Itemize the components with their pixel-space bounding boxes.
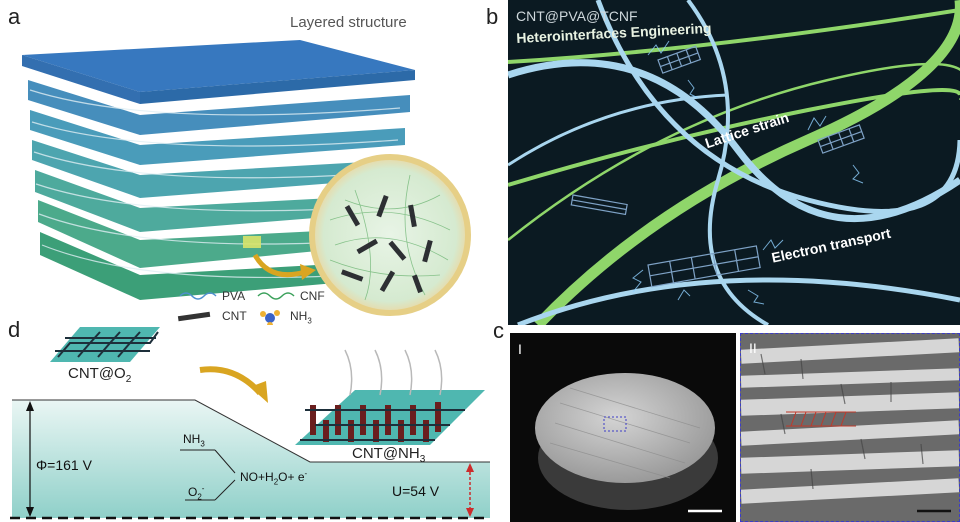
- o2-sup: -: [201, 484, 205, 493]
- cnt-o2-text: CNT@O: [68, 365, 126, 382]
- energy-diagram: [10, 327, 490, 520]
- blue-fibers: [508, 0, 960, 325]
- cnf-legend-icon: [257, 292, 295, 300]
- panel-b-label: b: [486, 4, 499, 29]
- cnt-o2-lattice: [50, 327, 160, 362]
- zoom-arrow: [252, 253, 306, 278]
- cnt-nh3-lattice: [295, 349, 485, 445]
- phi-value: Φ=161 V: [36, 457, 92, 473]
- highlight-frame: [786, 411, 856, 427]
- panel-d: d: [0, 317, 496, 522]
- nh3-legend-icon: [260, 310, 280, 325]
- panel-c-ii: II: [740, 333, 960, 522]
- panel-a-label: a: [8, 4, 21, 29]
- nh3-label: NH3: [183, 432, 205, 448]
- pva-legend-icon: [179, 292, 217, 300]
- o2-text: O: [188, 485, 198, 499]
- panel-a: a Layered structure: [0, 0, 500, 325]
- layered-structure-illustration: [22, 40, 471, 325]
- u-value: U=54 V: [392, 483, 440, 499]
- sub-label-i: I: [518, 341, 522, 357]
- products-suffix: O+ e: [278, 470, 305, 484]
- panel-d-label: d: [8, 317, 21, 342]
- cnt-o2-sub: 2: [125, 374, 132, 385]
- panel-b-title: CNT@PVA@TCNF: [516, 8, 638, 24]
- sub-label-ii: II: [749, 340, 757, 356]
- legend-nh3-text: NH: [290, 309, 308, 323]
- panel-b: CNT@PVA@TCNF Heterointerfaces Engineerin…: [508, 0, 960, 325]
- products-prefix: NO+H: [240, 470, 274, 484]
- sem-cross-section: [741, 338, 959, 513]
- panel-c-label: c: [493, 318, 504, 343]
- cnt-o2-label: CNT@O2: [68, 365, 131, 385]
- green-fibers: [508, 0, 960, 325]
- nh3-text: NH: [183, 432, 201, 446]
- products-label: NO+H2O+ e-: [240, 469, 307, 486]
- fiber-network-illustration: [508, 0, 960, 325]
- o2-sub: 2: [197, 492, 202, 502]
- reaction-lines: [180, 449, 236, 501]
- sample-disk-photo: [535, 373, 722, 513]
- panel-a-title: Layered structure: [290, 14, 407, 31]
- o2-label: O2-: [188, 484, 204, 501]
- legend-nh3-sub: 3: [307, 316, 312, 326]
- legend-cnf: CNF: [300, 289, 325, 303]
- products-h2o-sub: 2: [273, 477, 279, 487]
- nh3-sub: 3: [200, 439, 205, 449]
- zoom-region: [243, 236, 261, 248]
- cnt-nh3-label: CNT@NH3: [352, 445, 425, 465]
- magnified-circle: [309, 154, 471, 316]
- legend-pva: PVA: [222, 289, 246, 303]
- products-sup: -: [304, 469, 308, 478]
- legend-nh3: NH3: [290, 309, 312, 325]
- cnt-nh3-text: CNT@NH: [352, 445, 420, 462]
- legend-cnt: CNT: [222, 309, 247, 323]
- transition-arrow: [199, 366, 263, 396]
- electron-sparks: [632, 40, 864, 305]
- energy-profile: [12, 400, 490, 518]
- layer-stack: [22, 40, 415, 300]
- cnt-nh3-sub: 3: [419, 454, 426, 465]
- cnt-legend-icon: [177, 311, 211, 322]
- zoom-box: [603, 416, 627, 432]
- panel-c-i: I: [510, 333, 736, 522]
- cnt-clusters: [570, 45, 865, 288]
